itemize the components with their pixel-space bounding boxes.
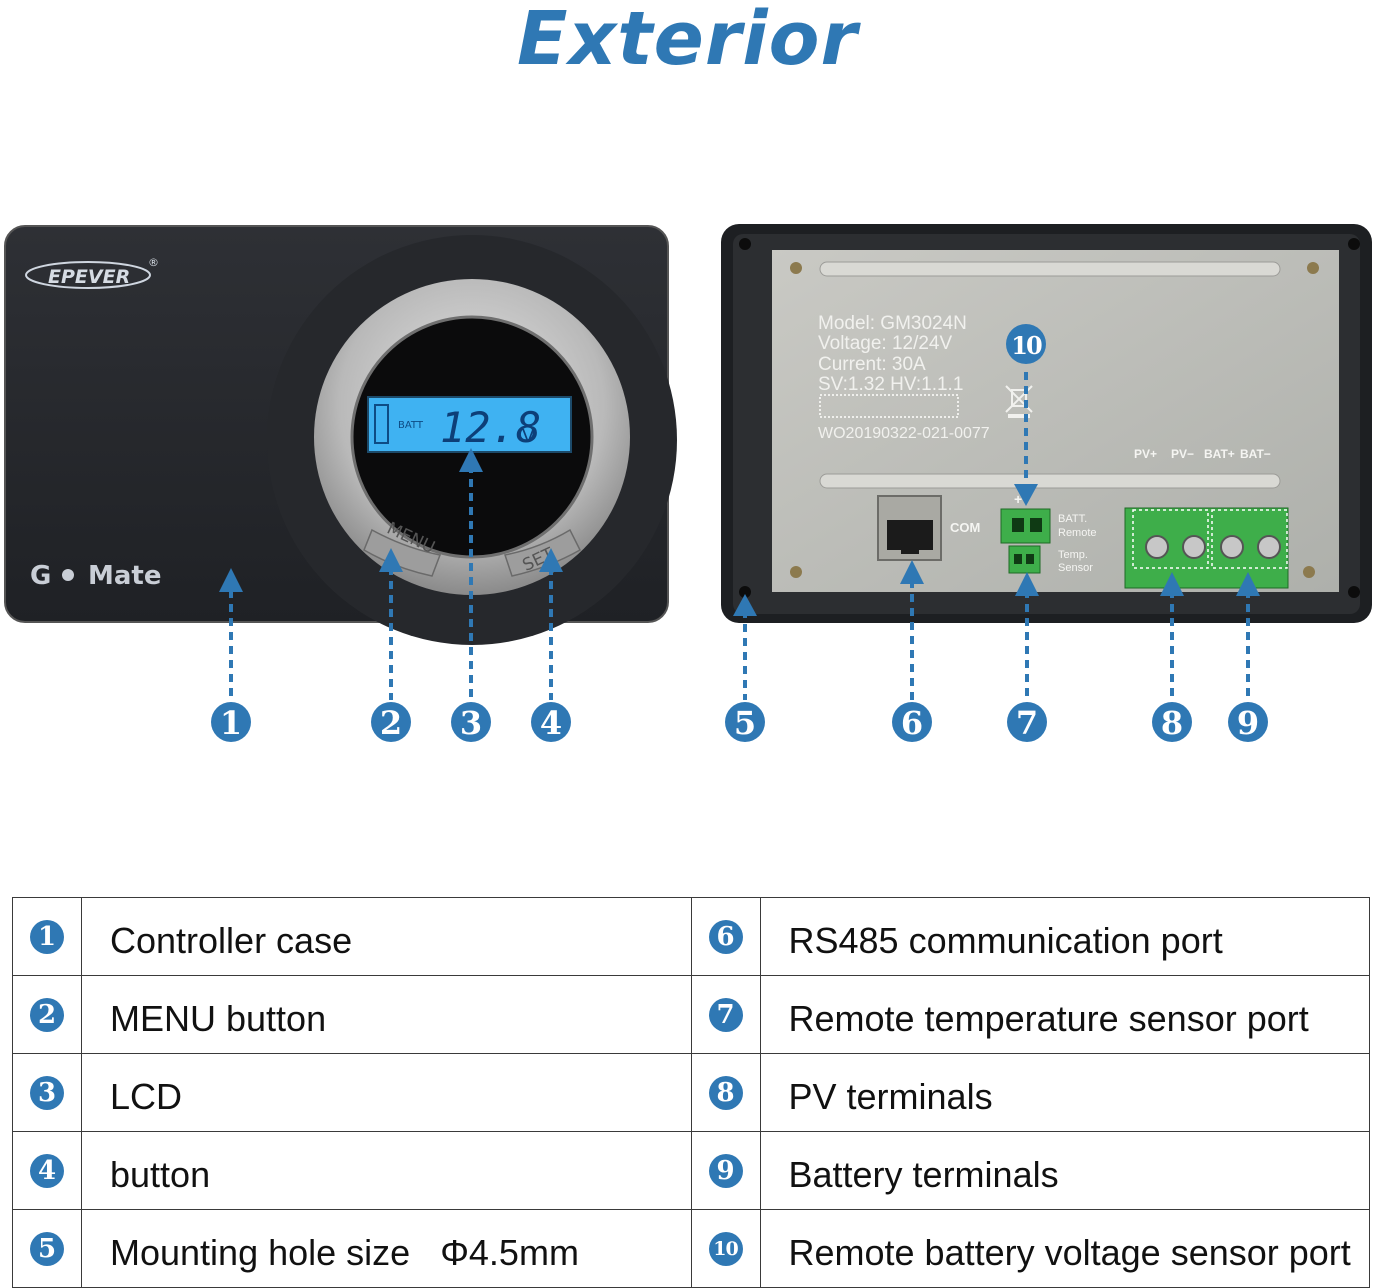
legend-text: LCD xyxy=(81,1053,692,1132)
legend-text: Battery terminals xyxy=(759,1131,1370,1210)
legend-badge: 6 xyxy=(708,919,743,954)
legend-badge: 8 xyxy=(708,1075,743,1110)
svg-text:5: 5 xyxy=(734,704,756,742)
legend-text: Remote battery voltage sensor port xyxy=(759,1209,1370,1288)
callout-5: 5 xyxy=(725,702,765,742)
svg-text:BAT+: BAT+ xyxy=(1204,447,1235,461)
svg-text:G: G xyxy=(30,561,51,591)
svg-text:COM: COM xyxy=(950,520,980,535)
rs485-com-port[interactable] xyxy=(877,495,942,561)
screw-icon xyxy=(790,262,802,274)
svg-text:Model: GM3024N: Model: GM3024N xyxy=(818,313,967,334)
epever-logo: EPEVER ® xyxy=(25,256,159,289)
callout-badges: 1 2 3 4 5 6 7 8 9 10 xyxy=(211,324,1268,742)
callout-arrowheads xyxy=(219,448,1260,616)
table-row: 1 Controller case 6 RS485 communication … xyxy=(12,897,1370,976)
svg-text:+: + xyxy=(1014,491,1022,507)
screw-icon xyxy=(1307,262,1319,274)
mounting-hole xyxy=(739,586,751,598)
svg-text:10: 10 xyxy=(1011,331,1042,360)
legend-badge: 1 xyxy=(30,919,64,954)
svg-text:7: 7 xyxy=(1016,704,1038,742)
callout-10: 10 xyxy=(1006,324,1046,364)
page-title: Exterior xyxy=(516,0,859,82)
mounting-hole xyxy=(1348,586,1360,598)
callout-6: 6 xyxy=(892,702,932,742)
barcode xyxy=(819,394,959,418)
legend-badge: 7 xyxy=(708,997,743,1032)
legend-badge: 5 xyxy=(30,1231,64,1266)
svg-text:Voltage: 12/24V: Voltage: 12/24V xyxy=(818,333,952,354)
svg-text:9: 9 xyxy=(1237,704,1259,742)
svg-text:BATT: BATT xyxy=(398,420,424,431)
temp-sensor-port[interactable] xyxy=(1008,545,1041,574)
brand-text: EPEVER xyxy=(48,266,130,288)
svg-text:V: V xyxy=(522,426,535,447)
spec-label: Model: GM3024N Voltage: 12/24V Current: … xyxy=(818,313,990,442)
legend-table: 1 Controller case 6 RS485 communication … xyxy=(12,897,1370,1288)
table-row: 5 Mounting hole size Φ4.5mm 10 Remote ba… xyxy=(12,1209,1370,1288)
controller-front: EPEVER ® G Mate BATT 12.8 V MENU SET xyxy=(4,225,677,645)
svg-text:PV+: PV+ xyxy=(1134,447,1157,461)
legend-text: Controller case xyxy=(81,897,692,976)
legend-text: PV terminals xyxy=(759,1053,1370,1132)
legend-text: Mounting hole size Φ4.5mm xyxy=(81,1209,692,1288)
legend-badge: 2 xyxy=(30,997,64,1032)
callout-7: 7 xyxy=(1007,702,1047,742)
mounting-hole xyxy=(1348,238,1360,250)
svg-text:4: 4 xyxy=(540,704,562,742)
table-row: 2 MENU button 7 Remote temperature senso… xyxy=(12,975,1370,1054)
legend-badge: 10 xyxy=(708,1231,743,1266)
screw-icon xyxy=(790,566,802,578)
lcd-value: 12.8 xyxy=(440,403,541,452)
legend-text: RS485 communication port xyxy=(759,897,1370,976)
svg-text:3: 3 xyxy=(460,704,482,742)
legend-text: Remote temperature sensor port xyxy=(759,975,1370,1054)
svg-text:®: ® xyxy=(148,256,159,269)
table-row: 4 button 9 Battery terminals xyxy=(12,1131,1370,1210)
callout-3: 3 xyxy=(451,702,491,742)
controller-back: Model: GM3024N Voltage: 12/24V Current: … xyxy=(721,224,1372,623)
terminal-screw-bat-plus[interactable] xyxy=(1220,535,1244,559)
lcd-screen: BATT 12.8 V xyxy=(367,396,572,453)
svg-text:WO20190322-021-0077: WO20190322-021-0077 xyxy=(818,425,990,442)
terminal-screw-bat-minus[interactable] xyxy=(1257,535,1281,559)
svg-text:Remote: Remote xyxy=(1058,527,1097,539)
svg-text:2: 2 xyxy=(380,704,402,742)
terminal-screw-pv-plus[interactable] xyxy=(1145,535,1169,559)
callout-1: 1 xyxy=(211,702,251,742)
svg-text:Current: 30A: Current: 30A xyxy=(818,354,926,375)
callout-arrows xyxy=(229,372,1250,700)
svg-text:Mate: Mate xyxy=(88,561,161,591)
svg-text:6: 6 xyxy=(901,704,923,742)
gomate-logo: G Mate xyxy=(30,561,161,591)
svg-text:8: 8 xyxy=(1161,704,1183,742)
legend-badge: 4 xyxy=(30,1153,64,1188)
callout-2: 2 xyxy=(371,702,411,742)
svg-text:SV:1.32 HV:1.1.1: SV:1.32 HV:1.1.1 xyxy=(818,374,963,395)
table-row: 3 LCD 8 PV terminals xyxy=(12,1053,1370,1132)
svg-text:Temp.: Temp. xyxy=(1058,549,1088,561)
legend-text: button xyxy=(81,1131,692,1210)
mounting-hole xyxy=(739,238,751,250)
svg-text:BAT−: BAT− xyxy=(1240,447,1271,461)
svg-text:PV−: PV− xyxy=(1171,447,1194,461)
legend-badge: 3 xyxy=(30,1075,64,1110)
product-illustration: EPEVER ® G Mate BATT 12.8 V MENU SET xyxy=(4,224,1372,742)
batt-remote-port[interactable] xyxy=(1000,508,1051,544)
svg-text:1: 1 xyxy=(220,704,242,742)
legend-badge: 9 xyxy=(708,1153,743,1188)
callout-9: 9 xyxy=(1228,702,1268,742)
callout-8: 8 xyxy=(1152,702,1192,742)
callout-4: 4 xyxy=(531,702,571,742)
terminal-block[interactable] xyxy=(1124,507,1289,589)
svg-text:Sensor: Sensor xyxy=(1058,562,1093,574)
legend-text: MENU button xyxy=(81,975,692,1054)
terminal-screw-pv-minus[interactable] xyxy=(1182,535,1206,559)
svg-text:BATT.: BATT. xyxy=(1058,513,1087,525)
screw-icon xyxy=(1303,566,1315,578)
